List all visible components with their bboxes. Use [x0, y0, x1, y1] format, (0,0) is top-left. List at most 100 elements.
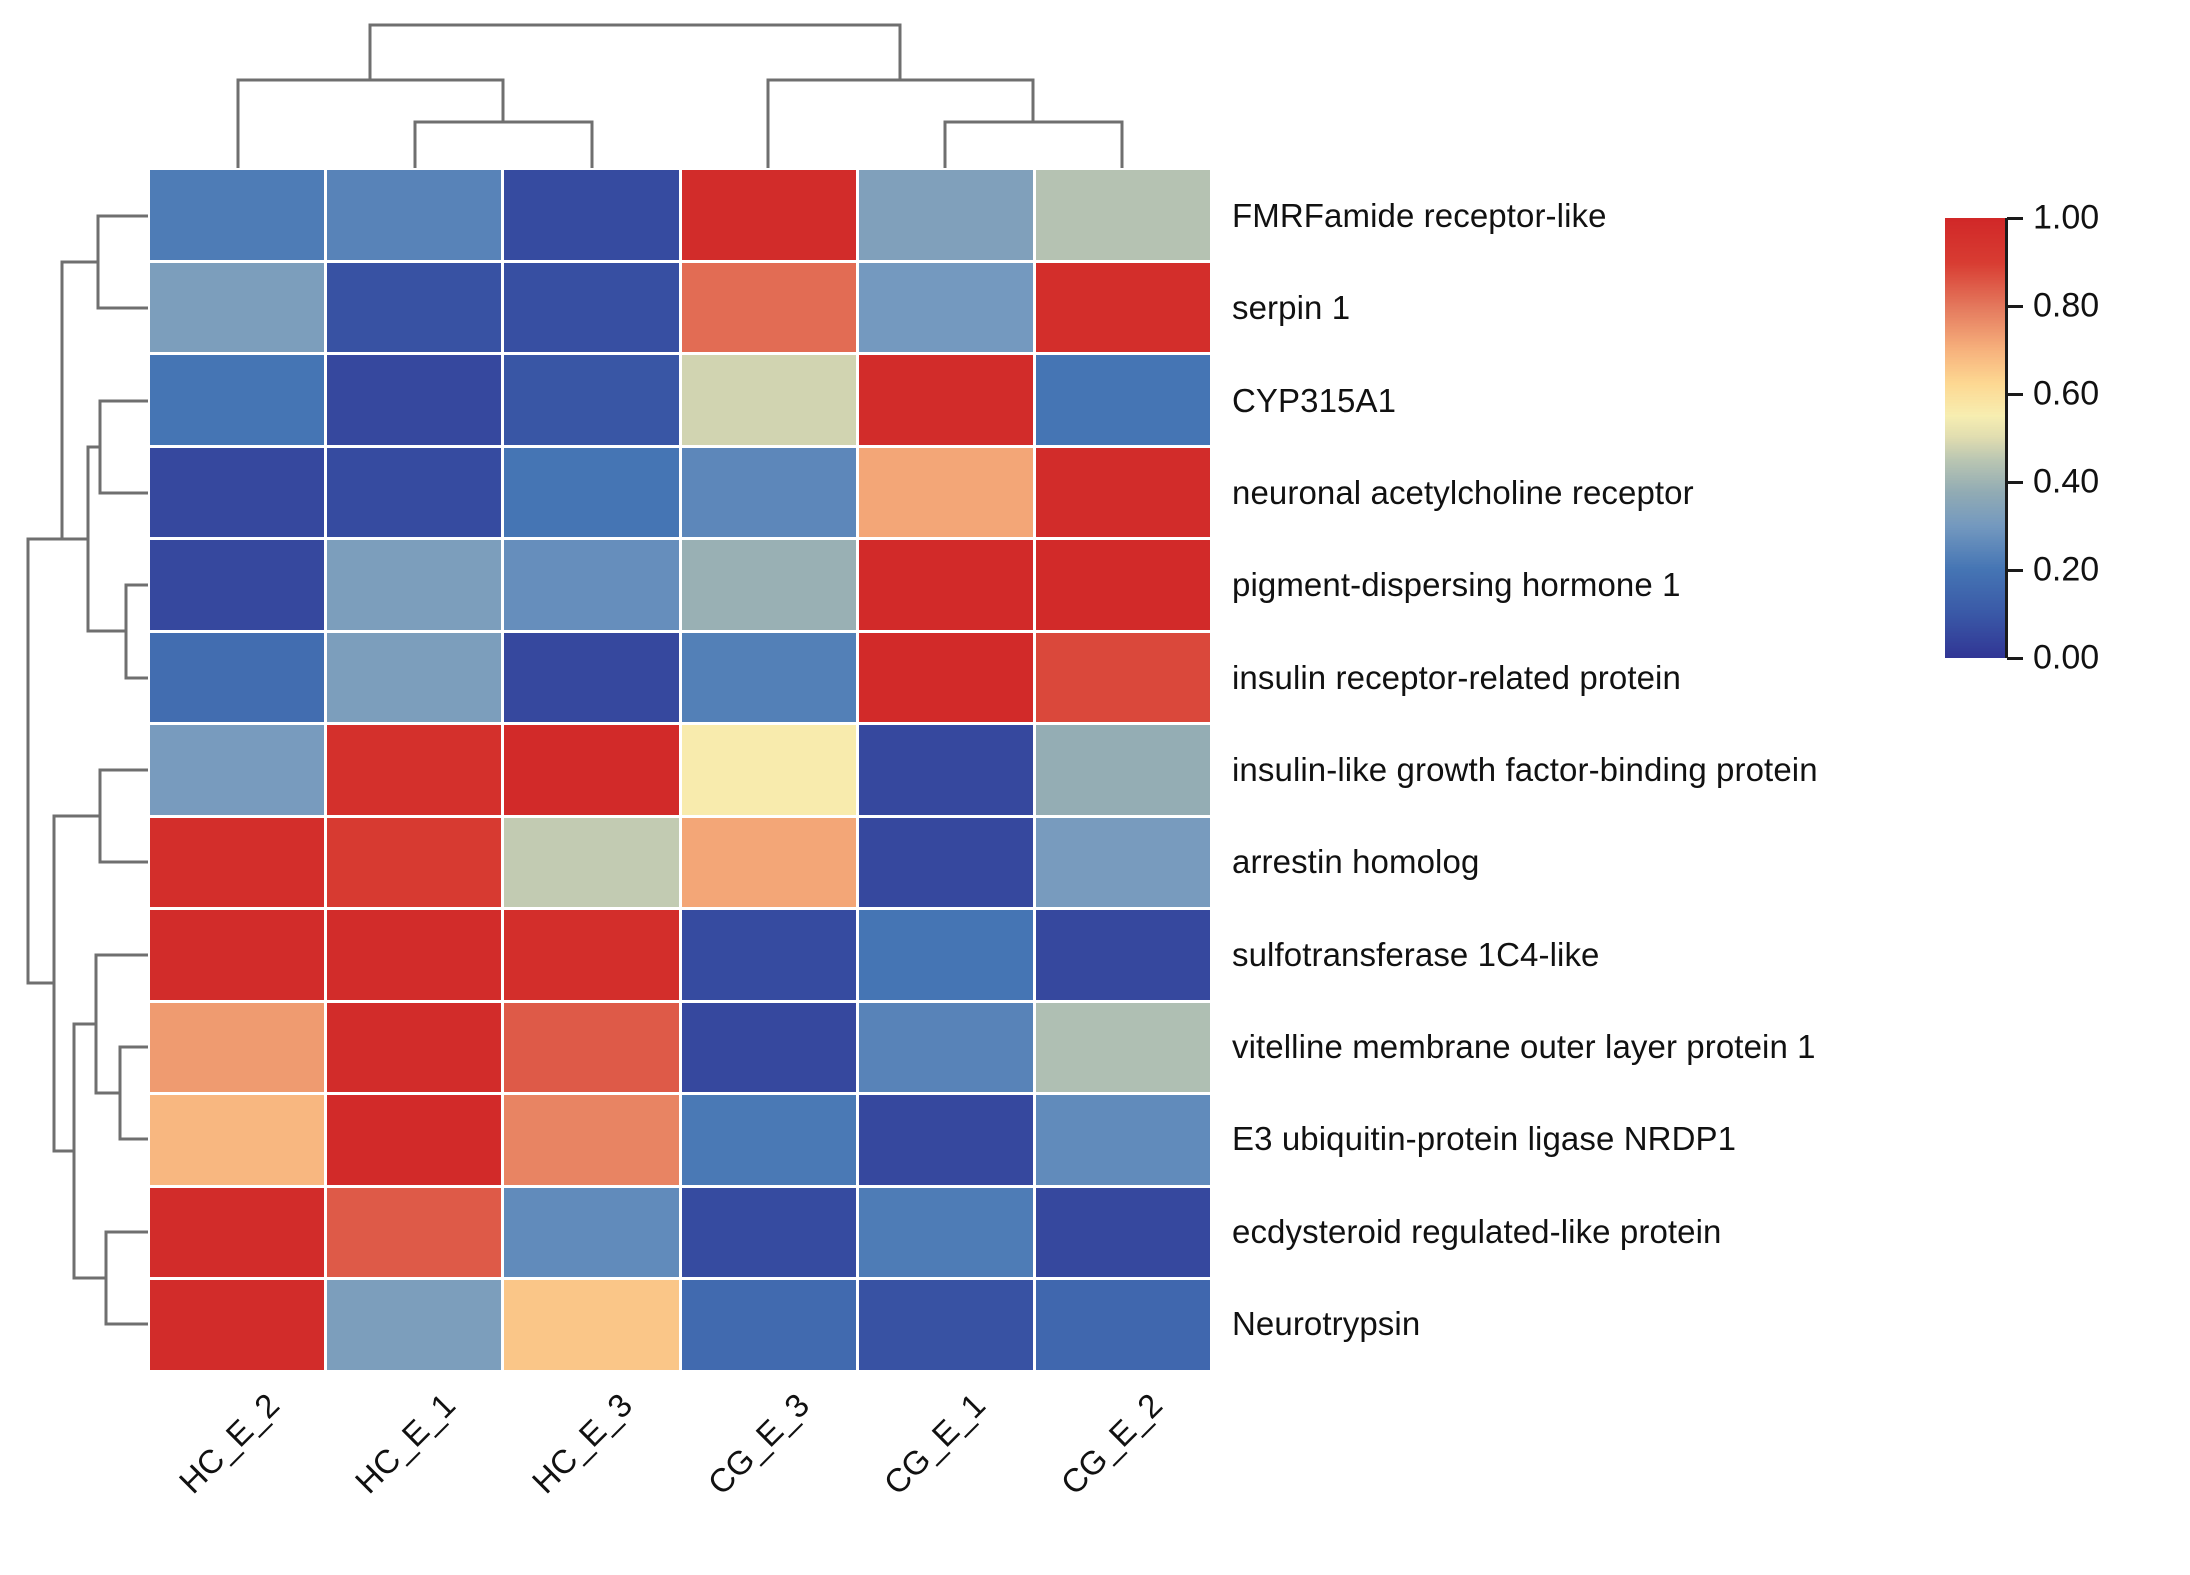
row-label: arrestin homolog [1232, 843, 1480, 881]
heatmap-cell [327, 817, 502, 908]
heatmap-cell [150, 1187, 325, 1278]
heatmap-cell [1035, 1002, 1210, 1093]
row-label: sulfotransferase 1C4-like [1232, 935, 1600, 973]
heatmap-cell [681, 910, 856, 1000]
heatmap-cell [681, 355, 856, 445]
heatmap-cell [681, 632, 856, 723]
row-label: E3 ubiquitin-protein ligase NRDP1 [1232, 1120, 1737, 1158]
colorbar-tick-mark [2007, 656, 2023, 660]
colorbar-tick-mark [2007, 392, 2023, 396]
heatmap-cell [327, 1002, 502, 1093]
row-label: ecdysteroid regulated-like protein [1232, 1212, 1722, 1250]
heatmap-cell [1035, 540, 1210, 630]
colorbar-tick-mark [2007, 568, 2023, 572]
heatmap-cell [681, 817, 856, 908]
heatmap-cell [150, 817, 325, 908]
heatmap-cell [504, 632, 679, 723]
heatmap-cell [858, 725, 1033, 815]
heatmap-cell [150, 725, 325, 815]
heatmap-cell [150, 632, 325, 723]
row-label: CYP315A1 [1232, 381, 1397, 419]
colorbar: 1.00 0.80 0.60 0.40 0.20 0.00 [1945, 199, 2175, 677]
column-label: HC_E_1 [347, 1386, 463, 1501]
heatmap-cell [327, 1280, 502, 1370]
heatmap-cell [150, 1095, 325, 1185]
row-label: insulin receptor-related protein [1232, 658, 1681, 696]
heatmap-cell [327, 170, 502, 260]
heatmap-cell [504, 540, 679, 630]
heatmap-cell [150, 540, 325, 630]
heatmap-cell [504, 725, 679, 815]
heatmap-cell [327, 447, 502, 538]
heatmap-cell [681, 725, 856, 815]
heatmap-cell [150, 170, 325, 260]
heatmap-cell [504, 817, 679, 908]
row-label: neuronal acetylcholine receptor [1232, 474, 1694, 512]
heatmap-cell [858, 1095, 1033, 1185]
heatmap-cell [327, 540, 502, 630]
row-label: serpin 1 [1232, 289, 1351, 327]
heatmap-cell [327, 1187, 502, 1278]
heatmap-cell [858, 1187, 1033, 1278]
heatmap-cell [1035, 1095, 1210, 1185]
heatmap-cell [504, 355, 679, 445]
heatmap-cell [150, 910, 325, 1000]
heatmap-cell [1035, 262, 1210, 353]
heatmap-cell [327, 1095, 502, 1185]
heatmap-cell [504, 910, 679, 1000]
heatmap-cell [150, 262, 325, 353]
colorbar-tick-label: 1.00 [2033, 198, 2100, 237]
heatmap-cell [681, 170, 856, 260]
heatmap-cell [858, 170, 1033, 260]
heatmap-cell [858, 540, 1033, 630]
heatmap-cell [150, 447, 325, 538]
colorbar-tick-label: 0.40 [2033, 462, 2100, 501]
heatmap-cell [504, 1002, 679, 1093]
heatmap-cell [681, 1280, 856, 1370]
heatmap-cell [150, 1002, 325, 1093]
column-label: CG_E_3 [700, 1386, 816, 1502]
heatmap-cell [1035, 725, 1210, 815]
colorbar-tick-label: 0.00 [2033, 638, 2100, 677]
heatmap-cell [681, 262, 856, 353]
heatmap-cell [858, 632, 1033, 723]
colorbar-gradient [1945, 218, 2007, 658]
heatmap-cell [681, 540, 856, 630]
colorbar-tick-label: 0.80 [2033, 286, 2100, 325]
colorbar-tick-label: 0.60 [2033, 374, 2100, 413]
row-label-axis: FMRFamide receptor-like serpin 1 CYP315A1 n… [1232, 170, 2082, 1370]
colorbar-tick-label: 0.20 [2033, 550, 2100, 589]
heatmap-cell [1035, 910, 1210, 1000]
heatmap-cell [858, 355, 1033, 445]
heatmap-cell [858, 1002, 1033, 1093]
column-label: HC_E_3 [524, 1386, 640, 1501]
heatmap-cell [1035, 355, 1210, 445]
row-label: FMRFamide receptor-like [1232, 197, 1607, 235]
colorbar-tick-mark [2007, 304, 2023, 308]
heatmap-cell [327, 725, 502, 815]
column-label: CG_E_2 [1053, 1386, 1170, 1502]
colorbar-tick-mark [2007, 216, 2023, 220]
heatmap-cell [1035, 1280, 1210, 1370]
colorbar-tick-mark [2007, 480, 2023, 484]
heatmap-cell [504, 447, 679, 538]
row-label: insulin-like growth factor-binding prote… [1232, 750, 1818, 788]
heatmap-cell [504, 1095, 679, 1185]
heatmap-cell [504, 1187, 679, 1278]
heatmap-cell [327, 910, 502, 1000]
row-label: vitelline membrane outer layer protein 1 [1232, 1027, 1816, 1065]
heatmap-cell [1035, 632, 1210, 723]
heatmap-cell [858, 1280, 1033, 1370]
heatmap-cell [150, 355, 325, 445]
heatmap-cell [858, 447, 1033, 538]
heatmap-cell [1035, 170, 1210, 260]
row-label: Neurotrypsin [1232, 1304, 1421, 1342]
heatmap-cell [858, 910, 1033, 1000]
heatmap-cell [504, 170, 679, 260]
heatmap-cell [1035, 1187, 1210, 1278]
heatmap-cell [681, 1002, 856, 1093]
heatmap-cell [681, 1095, 856, 1185]
heatmap-cell [858, 817, 1033, 908]
